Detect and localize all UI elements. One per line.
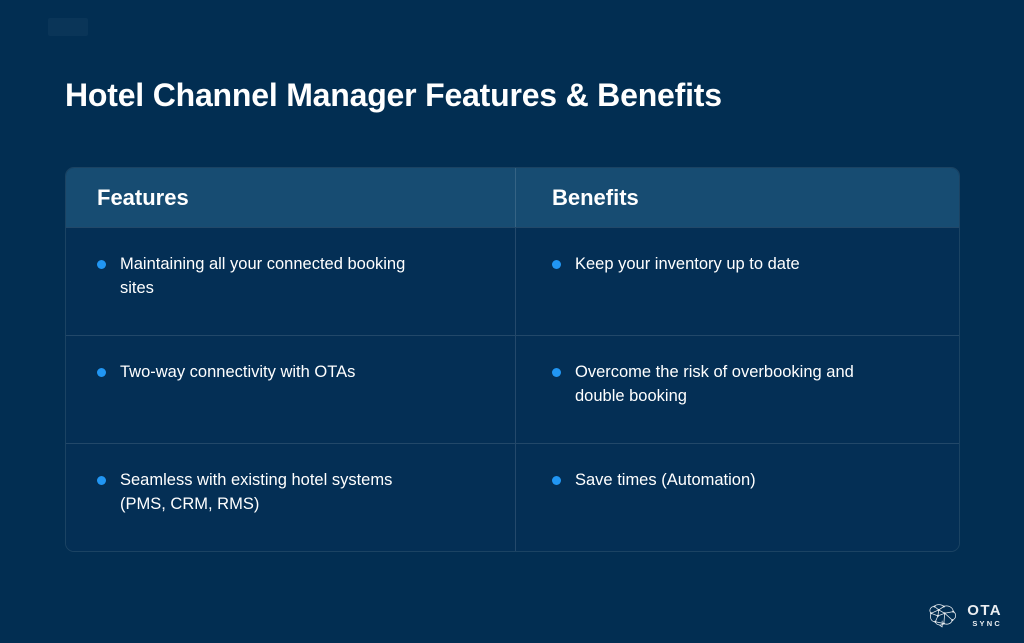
table-header-cell-benefits: Benefits xyxy=(516,168,959,227)
table-header-cell-features: Features xyxy=(66,168,516,227)
brain-network-icon xyxy=(929,604,957,628)
table-cell-benefit-1: Keep your inventory up to date xyxy=(516,228,959,335)
benefit-text-2: Overcome the risk of overbooking and dou… xyxy=(575,363,854,405)
bullet-icon xyxy=(97,260,106,269)
table-cell-benefit-3: Save times (Automation) xyxy=(516,444,959,551)
table-row: Seamless with existing hotel systems (PM… xyxy=(66,443,959,551)
feature-text-2: Two-way connectivity with OTAs xyxy=(120,363,356,381)
features-benefits-table: Features Benefits Maintaining all your c… xyxy=(65,167,960,552)
table-row: Two-way connectivity with OTAs Overcome … xyxy=(66,335,959,443)
table-header-row: Features Benefits xyxy=(66,168,959,227)
table-cell-feature-2: Two-way connectivity with OTAs xyxy=(66,336,516,443)
logo-wordmark: OTA SYNC xyxy=(967,603,1002,628)
bullet-icon xyxy=(552,260,561,269)
otasync-logo: OTA SYNC xyxy=(926,602,1002,628)
bullet-icon xyxy=(552,368,561,377)
page-title: Hotel Channel Manager Features & Benefit… xyxy=(65,77,722,113)
feature-text-3: Seamless with existing hotel systems (PM… xyxy=(120,471,393,513)
column-header-label-benefits: Benefits xyxy=(552,184,639,210)
bullet-icon xyxy=(552,476,561,485)
table-cell-feature-3: Seamless with existing hotel systems (PM… xyxy=(66,444,516,551)
benefit-text-3: Save times (Automation) xyxy=(575,471,756,489)
table-row: Maintaining all your connected booking s… xyxy=(66,227,959,335)
logo-primary-text: OTA xyxy=(967,601,1002,619)
table-cell-benefit-2: Overcome the risk of overbooking and dou… xyxy=(516,336,959,443)
bullet-icon xyxy=(97,368,106,377)
benefit-text-1: Keep your inventory up to date xyxy=(575,255,800,273)
corner-accent-decoration xyxy=(48,18,88,36)
bullet-icon xyxy=(97,476,106,485)
feature-text-1: Maintaining all your connected booking s… xyxy=(120,255,406,297)
logo-secondary-text: SYNC xyxy=(972,618,1002,628)
column-header-label-features: Features xyxy=(97,184,189,210)
table-cell-feature-1: Maintaining all your connected booking s… xyxy=(66,228,516,335)
